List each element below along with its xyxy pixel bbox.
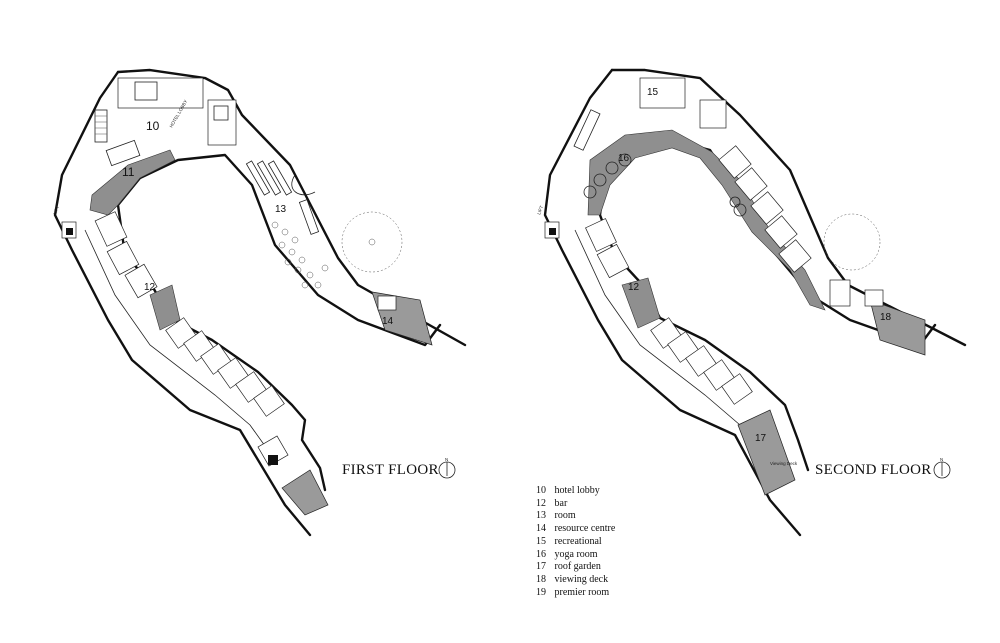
legend-item: 13 room xyxy=(536,510,576,522)
label-13: 13 xyxy=(275,204,287,215)
lift-text-second: LIFT xyxy=(536,205,544,216)
label-11: 11 xyxy=(122,165,135,179)
second-floor-plan: Viewing Deck LIFT 15 16 12 18 17 SECOND … xyxy=(536,68,967,537)
label-15: 15 xyxy=(647,87,659,98)
south-stair-mark xyxy=(268,455,278,465)
west-lift-core xyxy=(66,228,73,235)
legend-item: 12 bar xyxy=(536,497,568,509)
first-floor-plan: LIFT HOTEL LOBBY 10 11 12 13 14 FIRST FL… xyxy=(52,68,467,537)
yoga-room-circles xyxy=(583,153,747,217)
legend-item: 14 resource centre xyxy=(536,523,616,535)
legend-item: 10 hotel lobby xyxy=(536,485,600,496)
south-stair-core xyxy=(257,435,289,467)
legend-item: 19 premier room xyxy=(536,586,610,598)
second-floor-lift-core xyxy=(699,99,727,129)
label-10: 10 xyxy=(146,119,160,133)
label-17: 17 xyxy=(755,433,767,444)
label-16: 16 xyxy=(618,153,630,164)
label-12-second: 12 xyxy=(628,282,640,293)
reception-desk xyxy=(134,81,158,101)
north-label-first: N xyxy=(445,457,448,462)
room-13-seating xyxy=(271,221,329,289)
room-13-long-tables xyxy=(245,160,320,235)
resource-desk xyxy=(377,295,397,311)
second-floor-outer-wall-west xyxy=(543,68,802,537)
lift-shaft xyxy=(213,105,229,121)
terrace-curve xyxy=(291,174,316,196)
first-floor-guest-rooms xyxy=(94,211,285,417)
first-floor-outer-wall xyxy=(116,68,467,347)
north-arrow-second: N xyxy=(933,457,951,479)
reception-block xyxy=(117,77,204,109)
label-14: 14 xyxy=(382,316,394,327)
tree-first-floor xyxy=(341,211,403,273)
legend-item: 15 recreational xyxy=(536,535,602,547)
room-legend: 10 hotel lobby 12 bar 13 room 14 resourc… xyxy=(536,485,615,599)
second-floor-roof-band xyxy=(587,129,826,311)
north-label-second: N xyxy=(940,457,943,462)
bar-lounge-floor xyxy=(89,149,176,216)
label-12-first: 12 xyxy=(144,282,156,293)
deck-text: Viewing Deck xyxy=(770,461,798,466)
north-arrow-first: N xyxy=(438,457,456,479)
stair-bar xyxy=(105,139,141,167)
first-floor-title: FIRST FLOOR xyxy=(342,462,439,478)
recreational-room xyxy=(639,77,686,109)
first-floor-outer-wall-west xyxy=(53,70,312,537)
second-floor-outer-wall xyxy=(610,68,967,347)
second-floor-guest-rooms xyxy=(585,145,812,405)
second-floor-title: SECOND FLOOR xyxy=(815,462,932,478)
lift-core xyxy=(207,99,237,146)
label-18: 18 xyxy=(880,312,892,323)
viewing-deck xyxy=(869,299,926,356)
tree-second-floor xyxy=(823,213,881,271)
west-lift-core-second xyxy=(549,228,556,235)
stair-second-floor xyxy=(573,109,601,151)
legend-item: 16 yoga room xyxy=(536,548,598,560)
deck-core xyxy=(829,279,851,307)
lift-text-first: LIFT xyxy=(52,205,60,216)
deck-pavilion xyxy=(864,289,884,307)
first-floor-corridor xyxy=(84,229,276,461)
legend-item: 18 viewing deck xyxy=(536,573,609,585)
roof-garden xyxy=(737,409,796,496)
stair-lobby xyxy=(94,109,108,143)
first-floor-south-deck xyxy=(281,469,329,516)
legend-item: 17 roof garden xyxy=(536,561,601,573)
